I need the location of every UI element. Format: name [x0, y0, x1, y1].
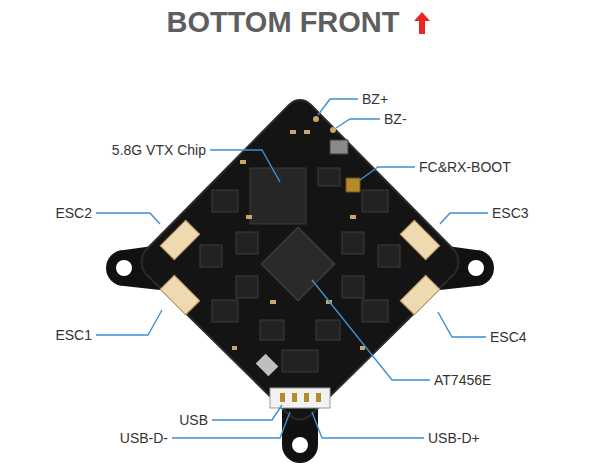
part-label: USB-D- — [120, 430, 168, 446]
part-label: AT7456E — [434, 372, 491, 388]
part-label: BZ+ — [362, 91, 388, 107]
part-label: FC&RX-BOOT — [419, 159, 511, 175]
part-label: ESC3 — [492, 205, 529, 221]
part-label: BZ- — [384, 111, 407, 127]
part-label: USB — [179, 412, 208, 428]
part-label: ESC2 — [55, 205, 92, 221]
part-label: USB-D+ — [428, 430, 480, 446]
part-label: ESC1 — [55, 327, 92, 343]
part-label: 5.8G VTX Chip — [112, 142, 206, 158]
part-label: ESC4 — [490, 329, 527, 345]
view-title: BOTTOM FRONT — [166, 6, 399, 38]
direction-arrow — [412, 10, 432, 36]
